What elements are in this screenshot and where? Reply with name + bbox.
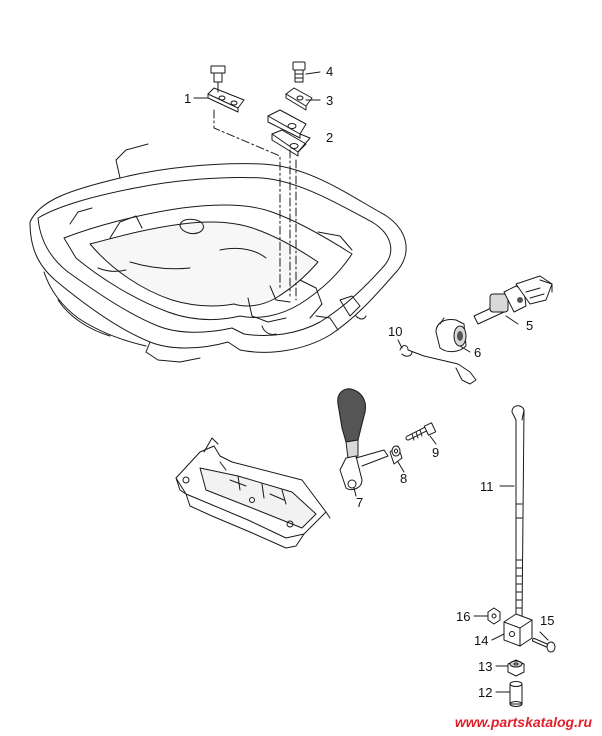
connector-block-part-14 — [503, 613, 533, 647]
lever-bracket — [175, 437, 331, 549]
callout-15: 15 — [540, 613, 554, 628]
nut-part-16 — [487, 607, 501, 625]
callout-2: 2 — [326, 130, 333, 145]
callout-5: 5 — [526, 318, 533, 333]
sleeve-part-12 — [509, 681, 523, 707]
plate-bracket-part-1 — [207, 65, 245, 113]
callout-13: 13 — [478, 659, 492, 674]
screw-part-15 — [532, 638, 556, 653]
callout-16: 16 — [456, 609, 470, 624]
bolt-part-4 — [292, 61, 306, 83]
grommet-part-13 — [507, 659, 525, 677]
callout-12: 12 — [478, 685, 492, 700]
callout-7: 7 — [356, 495, 363, 510]
vertical-rod-part-11 — [511, 405, 525, 621]
callout-14: 14 — [474, 633, 488, 648]
callout-10: 10 — [388, 324, 402, 339]
lock-assembly-part-5 — [473, 275, 553, 325]
assembly-leader-lines — [213, 109, 297, 301]
callout-9: 9 — [432, 445, 439, 460]
callout-4: 4 — [326, 64, 333, 79]
clip-part-3 — [285, 87, 313, 111]
bracket-part-2 — [267, 109, 307, 157]
callout-numbers: 1 2 3 4 5 6 7 8 9 10 11 12 13 14 15 16 — [184, 64, 554, 700]
callout-3: 3 — [326, 93, 333, 108]
collar-part-8 — [389, 445, 403, 465]
callout-1: 1 — [184, 91, 191, 106]
shift-lever-part-7 — [337, 388, 389, 491]
watermark-text: www.partskatalog.ru — [454, 714, 592, 730]
callout-leaders — [193, 71, 549, 693]
bolt-part-9 — [405, 422, 437, 441]
callout-6: 6 — [474, 345, 481, 360]
callout-11: 11 — [480, 479, 494, 494]
bottom-cowling — [29, 143, 407, 363]
callout-8: 8 — [400, 471, 407, 486]
link-rod-part-10 — [399, 345, 477, 385]
